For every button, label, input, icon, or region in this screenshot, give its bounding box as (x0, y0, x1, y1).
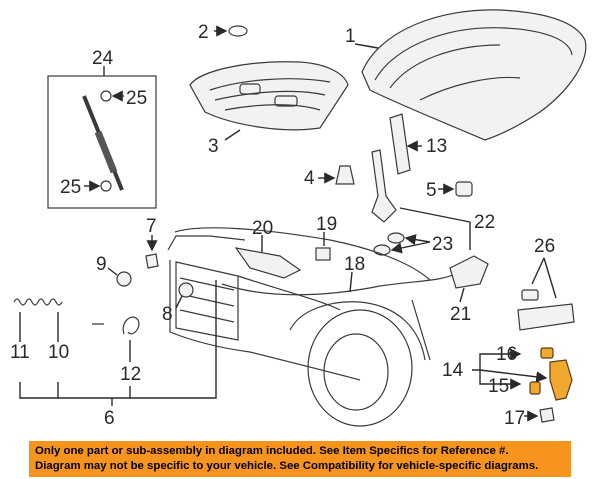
callout-4: 4 (304, 168, 315, 189)
leader-22a (399, 207, 471, 223)
hood-insulator-part (189, 61, 349, 131)
grommet-part (228, 25, 248, 37)
leader-8 (175, 295, 183, 309)
strut-group-box (47, 75, 157, 209)
highlighted-part-14 (549, 359, 573, 401)
callout-16: 16 (496, 344, 517, 365)
release-bezel-part (517, 303, 575, 331)
disclaimer-line-2: Diagram may not be specific to your vehi… (35, 460, 539, 472)
leader-26a (531, 257, 545, 285)
bumper-clip-part (335, 165, 355, 185)
nut-part (116, 271, 132, 287)
highlighted-part-15 (529, 381, 541, 395)
leader-6-bracket (19, 280, 217, 399)
leader-23b (390, 241, 431, 254)
leader-18 (349, 271, 353, 293)
hinge-linkage-part (371, 149, 397, 223)
callout-25-upper: 25 (126, 88, 147, 109)
highlighted-hood-lock-assembly (529, 347, 573, 401)
leader-21 (459, 287, 465, 303)
leader-14c (479, 369, 548, 383)
callout-13: 13 (426, 136, 447, 157)
cable-clip-part (315, 247, 331, 261)
callout-22: 22 (474, 212, 495, 233)
parts-diagram: 1 2 3 4 5 6 7 8 9 10 11 12 13 14 15 16 1… (10, 9, 587, 429)
callout-8: 8 (162, 304, 173, 325)
disclaimer-banner: Only one part or sub-assembly in diagram… (29, 441, 571, 477)
release-handle-part (521, 289, 539, 301)
leader-1 (354, 43, 379, 49)
callout-10: 10 (48, 342, 69, 363)
callout-2: 2 (198, 22, 209, 43)
hood-lock-part (178, 282, 194, 298)
callout-23: 23 (432, 234, 453, 255)
callout-26: 26 (534, 236, 555, 257)
callout-7: 7 (146, 216, 157, 237)
release-cable-part (221, 271, 461, 296)
hood-latch-part (449, 255, 489, 289)
lock-bolt-part (539, 407, 555, 423)
callout-21: 21 (450, 304, 471, 325)
leader-14b (479, 370, 522, 390)
leader-26b (543, 257, 557, 299)
callout-19: 19 (316, 214, 337, 235)
ball-stud-lower-part (100, 180, 112, 192)
callout-18: 18 (344, 254, 365, 275)
hood-support-strut-part (82, 95, 124, 191)
callout-14: 14 (442, 360, 464, 381)
support-spring-part (13, 298, 63, 306)
disclaimer-line-1: Only one part or sub-assembly in diagram… (35, 445, 509, 457)
callout-3: 3 (208, 136, 219, 157)
callout-9: 9 (96, 254, 107, 275)
callout-24: 24 (92, 48, 114, 69)
callout-11: 11 (10, 342, 30, 363)
callout-12: 12 (120, 364, 141, 385)
callout-17: 17 (504, 408, 525, 429)
hood-hinge-part (389, 113, 411, 175)
leader-3 (224, 129, 241, 141)
hood-cushion-part (455, 181, 473, 197)
callout-1: 1 (345, 26, 356, 47)
release-lever-part (234, 247, 302, 279)
callout-20: 20 (252, 218, 273, 239)
ground-cable-part (92, 316, 140, 335)
highlighted-part-16 (540, 347, 554, 359)
bolt-part (145, 253, 159, 269)
callout-6: 6 (104, 408, 115, 429)
leader-23a (404, 234, 431, 246)
vehicle-front-outline (167, 227, 431, 427)
hood-part (361, 9, 587, 141)
leader-14a (472, 348, 522, 371)
ball-stud-upper-part (100, 90, 112, 102)
callout-5: 5 (426, 180, 437, 201)
callout-15: 15 (488, 376, 509, 397)
callout-25-lower: 25 (60, 177, 81, 198)
stopper-part-a (387, 232, 405, 244)
leader-9 (107, 267, 118, 276)
stopper-part-b (373, 244, 391, 256)
